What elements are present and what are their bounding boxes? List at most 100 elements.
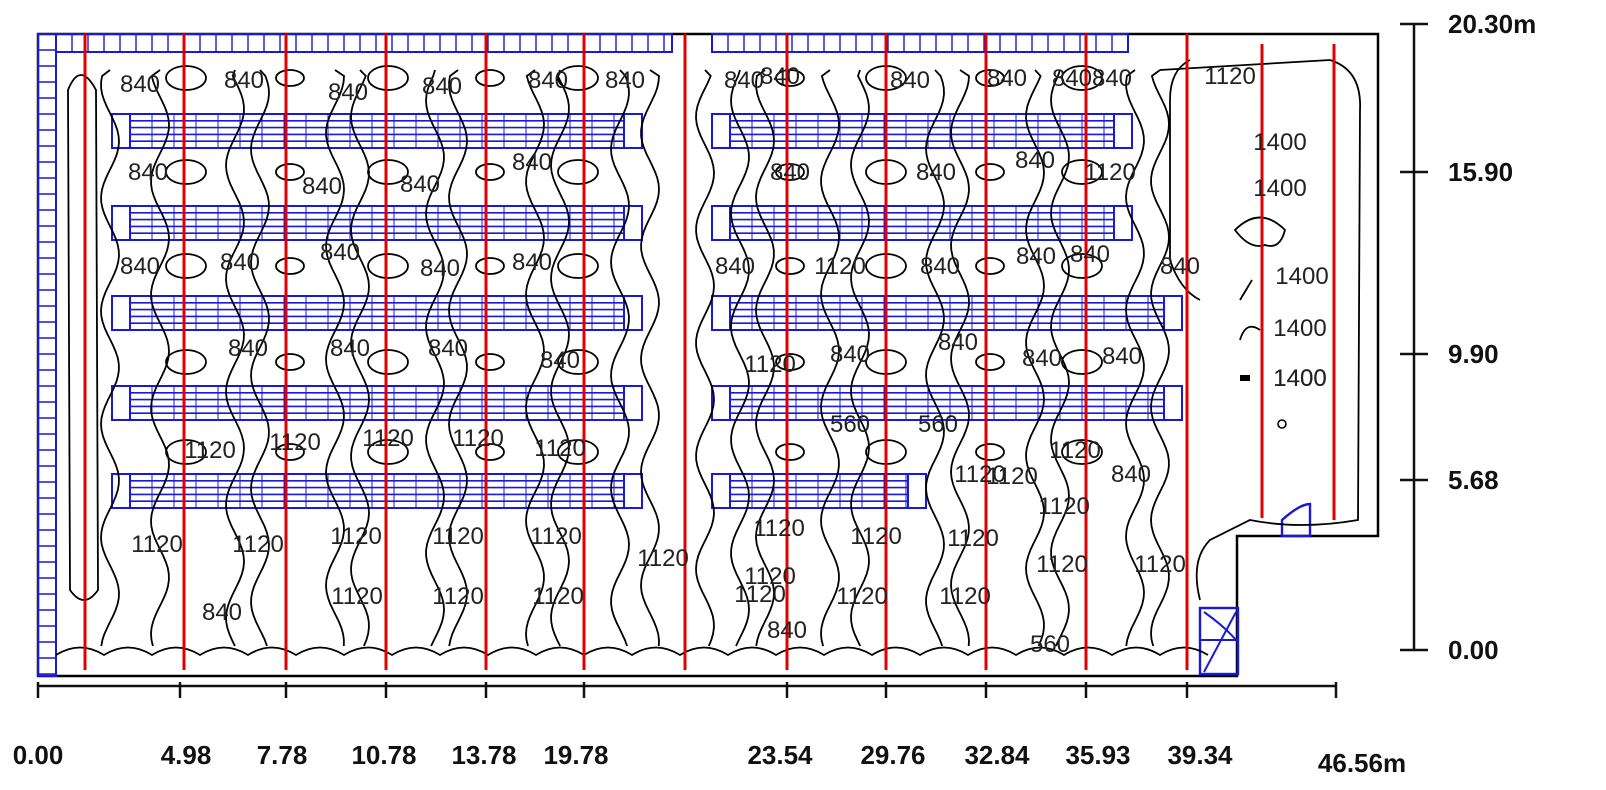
contour-value-label: 560 <box>1030 631 1070 658</box>
contour-line <box>150 69 170 647</box>
contour-value-label: 1120 <box>1204 63 1256 90</box>
contour-line <box>820 69 840 647</box>
contour-loop <box>775 163 805 181</box>
contour-loop <box>557 349 599 375</box>
rack-left-4 <box>111 385 643 421</box>
contour-line <box>100 69 120 647</box>
contour-loop <box>975 69 1005 87</box>
contour-loop <box>557 439 599 465</box>
y-axis-tick-label: 5.68 <box>1448 465 1499 495</box>
contour-value-label: 840 <box>328 79 368 106</box>
contour-line <box>250 69 270 647</box>
measurement-lines <box>83 34 1336 670</box>
contour-line <box>1150 69 1170 647</box>
contour-mark <box>1240 375 1250 381</box>
y-axis-tick-label: 15.90 <box>1448 157 1513 187</box>
contour-line <box>225 69 245 647</box>
contour-loop <box>275 257 305 275</box>
contour-loop <box>367 439 409 465</box>
rack-right-2 <box>711 205 1133 241</box>
contour-value-label: 1120 <box>744 563 796 590</box>
contour-line <box>1159 59 1361 601</box>
contour-value-label: 840 <box>540 347 580 374</box>
contour-value-label: 840 <box>767 617 807 644</box>
contour-value-label: 840 <box>715 253 755 280</box>
contour-loop <box>165 65 207 91</box>
contour-loop <box>475 257 505 275</box>
top-module-row-left <box>55 33 673 53</box>
contour-value-label: 840 <box>228 335 268 362</box>
contour-layer <box>55 59 1361 657</box>
contour-loop <box>557 159 599 185</box>
contour-loop <box>475 163 505 181</box>
contour-line <box>695 69 715 647</box>
contour-loop <box>1061 159 1103 185</box>
contour-loop <box>557 253 599 279</box>
contour-value-label: 840 <box>760 63 800 90</box>
contour-value-label: 840 <box>400 171 440 198</box>
door-corner-icon <box>1198 606 1240 676</box>
contour-loop <box>775 69 805 87</box>
contour-value-label: 1120 <box>836 583 888 610</box>
contour-value-label: 1400 <box>1275 263 1328 290</box>
contour-value-label: 1400 <box>1253 175 1306 202</box>
contour-loop <box>475 69 505 87</box>
rack-right-3 <box>711 295 1183 331</box>
contour-loop <box>1061 253 1103 279</box>
contour-value-label: 1120 <box>814 253 866 280</box>
contour-line <box>448 69 468 647</box>
contour-value-label: 840 <box>420 255 460 282</box>
contour-value-label: 1120 <box>734 581 786 608</box>
contour-loop <box>275 163 305 181</box>
x-axis-tick-label: 13.78 <box>451 740 516 770</box>
contour-value-label: 840 <box>1070 241 1110 268</box>
contour-value-label: 840 <box>1102 343 1142 370</box>
contour-loop <box>975 257 1005 275</box>
left-module-column <box>37 33 57 677</box>
contour-value-label: 840 <box>302 173 342 200</box>
contour-value-label: 840 <box>120 253 160 280</box>
contour-value-label: 1120 <box>744 351 796 378</box>
x-axis-tick-label: 23.54 <box>747 740 813 770</box>
contour-value-label: 1120 <box>1134 551 1186 578</box>
contour-loop <box>367 159 409 185</box>
door-swing-icon <box>1280 502 1312 538</box>
contour-loop <box>165 159 207 185</box>
contour-value-label: 1120 <box>330 523 382 550</box>
x-axis-tick-label: 0.00 <box>13 740 64 770</box>
contour-value-label: 840 <box>220 249 260 276</box>
contour-loop <box>975 353 1005 371</box>
contour-line <box>1050 69 1070 647</box>
rack-right-1 <box>711 113 1133 149</box>
rack-left-3 <box>111 295 643 331</box>
y-axis-tick-label: 20.30m <box>1448 9 1536 39</box>
contour-loop <box>367 349 409 375</box>
contour-value-label: 840 <box>890 67 930 94</box>
contour-value-label: 1120 <box>131 531 183 558</box>
contour-value-label: 1120 <box>452 425 504 452</box>
contour-value-label: 840 <box>224 67 264 94</box>
rack-left-5 <box>111 473 643 509</box>
contour-value-label: 1120 <box>1049 437 1101 464</box>
contour-loop <box>367 253 409 279</box>
contour-line <box>950 69 970 647</box>
contour-loop <box>1061 439 1103 465</box>
rack-left-2 <box>111 205 643 241</box>
contour-value-label: 840 <box>1015 147 1055 174</box>
contour-line <box>610 69 630 647</box>
contour-value-label: 1120 <box>1036 551 1088 578</box>
contour-labels: 840 840 840 840 840 840 840 840 840 840 840 840 1120… <box>120 63 1329 658</box>
contour-loop <box>275 443 305 461</box>
contour-loop <box>975 443 1005 461</box>
contour-value-label: 1120 <box>432 523 484 550</box>
contour-loop <box>557 65 599 91</box>
contour-value-label: 560 <box>830 411 870 438</box>
contour-value-label: 560 <box>918 411 958 438</box>
contour-loop <box>1061 349 1103 375</box>
contour-loop <box>165 439 207 465</box>
contour-loop <box>1061 65 1103 91</box>
contour-line <box>55 646 1209 657</box>
contour-value-label: 840 <box>330 335 370 362</box>
contour-value-label: 840 <box>120 71 160 98</box>
